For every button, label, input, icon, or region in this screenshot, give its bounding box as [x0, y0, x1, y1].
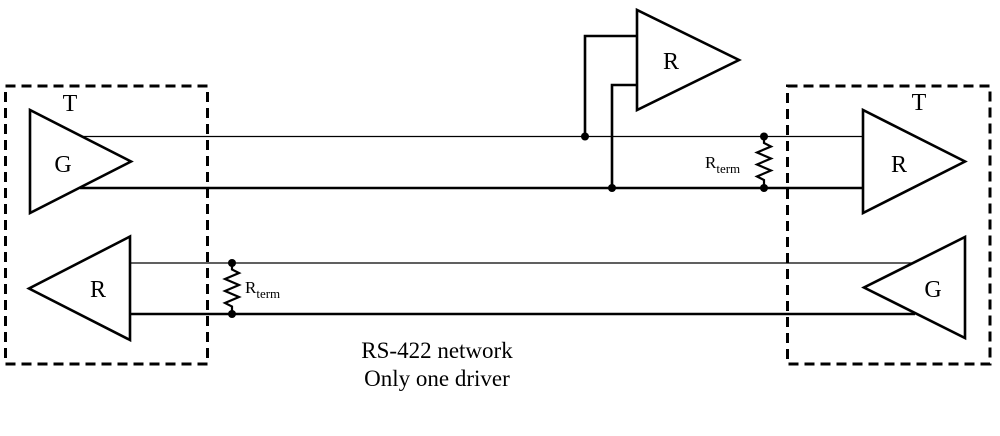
- stub-receiver-label: R: [663, 49, 679, 75]
- right-terminal-box: [786, 84, 992, 366]
- right-driver-label: G: [924, 277, 941, 303]
- left-driver-label: G: [54, 152, 71, 178]
- left-receiver-triangle: [26, 234, 132, 343]
- right-receiver-triangle: [861, 107, 968, 216]
- rterm-left-subscript: term: [256, 286, 280, 301]
- rterm-right-symbol: R: [705, 153, 717, 172]
- right-terminal-label: T: [912, 90, 927, 116]
- stub-wire-lower: [610, 83, 638, 188]
- stub-wire-upper: [583, 34, 638, 137]
- rterm-right-label: Rterm: [705, 153, 740, 176]
- rterm-left-symbol: R: [245, 278, 257, 297]
- termination-resistor-right: [754, 136, 774, 188]
- rterm-left-label: Rterm: [245, 278, 280, 301]
- caption-line-1: RS-422 network: [361, 338, 513, 363]
- left-terminal-label: T: [63, 91, 78, 117]
- right-driver-triangle: [861, 234, 967, 341]
- rterm-right-subscript: term: [716, 161, 740, 176]
- junction-dot-stub-lower: [608, 184, 616, 192]
- stub-receiver-triangle: [635, 7, 742, 113]
- junction-dot-stub-upper: [581, 132, 589, 141]
- left-terminal-box: [4, 84, 209, 366]
- termination-resistor-left: [222, 263, 242, 314]
- right-receiver-label: R: [891, 152, 907, 178]
- caption-line-2: Only one driver: [364, 366, 510, 391]
- left-driver-triangle: [28, 107, 134, 216]
- left-receiver-label: R: [90, 277, 106, 303]
